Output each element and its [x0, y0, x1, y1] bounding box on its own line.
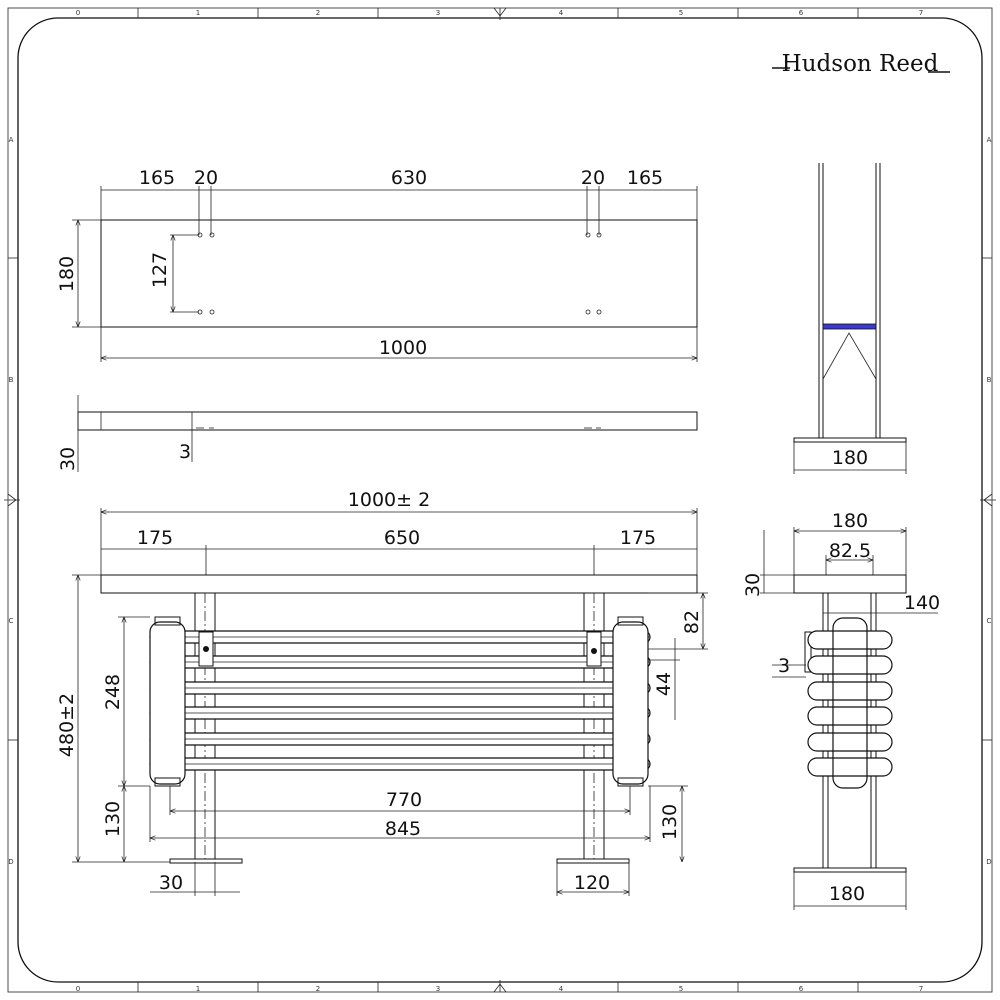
dim-175-right: 175 [620, 527, 656, 549]
dim-130-right: 130 [659, 804, 681, 840]
dim-248: 248 [102, 674, 124, 710]
zone-label-col-1: 1 [196, 9, 200, 17]
zone-label-row-b: B [9, 376, 14, 384]
left-header [149, 616, 186, 787]
dim-180-depth: 180 [56, 256, 78, 292]
zone-label-col-0: 0 [76, 9, 80, 17]
end-view-lower: 180 82.5 30 140 3 [742, 510, 940, 910]
dim-3-recess: 3 [179, 441, 191, 463]
upper-base-plate [793, 437, 907, 443]
zone-label-col-6: 6 [799, 9, 804, 17]
dim-120-foot: 120 [574, 872, 610, 894]
zone-label-col-3-bottom: 3 [436, 985, 440, 993]
zone-label-col-0-bottom: 0 [76, 985, 80, 993]
dim-165-left: 165 [139, 167, 175, 189]
dim-180-lower-bottom: 180 [829, 883, 865, 905]
zone-label-row-d-right: D [986, 858, 991, 866]
right-foot [556, 858, 630, 864]
dim-180-lower-top: 180 [832, 510, 868, 532]
dim-175-left: 175 [137, 527, 173, 549]
brand-name: Hudson Reed [782, 51, 939, 77]
zone-label-col-2: 2 [316, 9, 320, 17]
zone-label-row-b-right: B [987, 376, 992, 384]
dim-630: 630 [391, 167, 427, 189]
zone-label-col-1-bottom: 1 [196, 985, 200, 993]
dim-total-width: 1000± 2 [348, 489, 430, 511]
radiator-tubes [149, 630, 651, 771]
zone-label-row-a: A [9, 136, 14, 144]
top-view: 165 20 630 20 165 1000 180 127 [56, 167, 698, 362]
dim-overall-height: 480±2 [56, 693, 78, 757]
zone-label-col-6-bottom: 6 [799, 985, 804, 993]
front-view: 1000± 2 175 650 175 [56, 489, 708, 896]
dim-82-5: 82.5 [829, 540, 871, 562]
dim-1000: 1000 [379, 337, 427, 359]
front-shelf [100, 574, 698, 594]
zone-label-row-c: C [9, 617, 14, 625]
left-foot [169, 858, 243, 864]
brand-logo: Hudson Reed [772, 51, 950, 77]
side-strip-view: 30 3 [57, 395, 698, 472]
lower-base-plate [793, 867, 907, 873]
dim-845: 845 [385, 818, 421, 840]
dim-130-left: 130 [102, 801, 124, 837]
dim-30-post: 30 [159, 872, 183, 894]
section-tubes [807, 617, 893, 789]
zone-label-col-5: 5 [679, 9, 683, 17]
lower-shelf-section [793, 574, 907, 594]
dim-180-upper: 180 [832, 447, 868, 469]
zone-label-col-5-bottom: 5 [679, 985, 683, 993]
dim-20-right: 20 [581, 167, 605, 189]
zone-label-col-4-bottom: 4 [559, 985, 564, 993]
dim-770: 770 [386, 789, 422, 811]
zone-label-col-4: 4 [559, 9, 564, 17]
right-header [612, 616, 649, 787]
dim-127: 127 [149, 252, 171, 288]
zone-label-col-7-bottom: 7 [919, 985, 923, 993]
dim-165-right: 165 [627, 167, 663, 189]
end-view-upper: 180 [793, 163, 907, 474]
drawing-frame: 0 1 2 3 4 5 6 7 0 1 2 3 4 5 6 7 A B C D … [4, 7, 996, 993]
zone-label-col-7: 7 [919, 9, 923, 17]
zone-label-row-c-right: C [987, 617, 992, 625]
zone-label-col-2-bottom: 2 [316, 985, 320, 993]
zone-label-col-3: 3 [436, 9, 440, 17]
dim-20-left: 20 [194, 167, 218, 189]
dim-140: 140 [904, 592, 940, 614]
zone-label-row-a-right: A [987, 136, 992, 144]
zone-label-row-d: D [8, 858, 13, 866]
dim-3-bracket: 3 [778, 655, 790, 677]
bracket-accent [822, 323, 877, 330]
dim-30-lower: 30 [742, 573, 764, 597]
dim-44: 44 [653, 672, 675, 696]
dim-82: 82 [681, 610, 703, 634]
dim-30-thickness: 30 [57, 447, 79, 471]
dim-650: 650 [384, 527, 420, 549]
